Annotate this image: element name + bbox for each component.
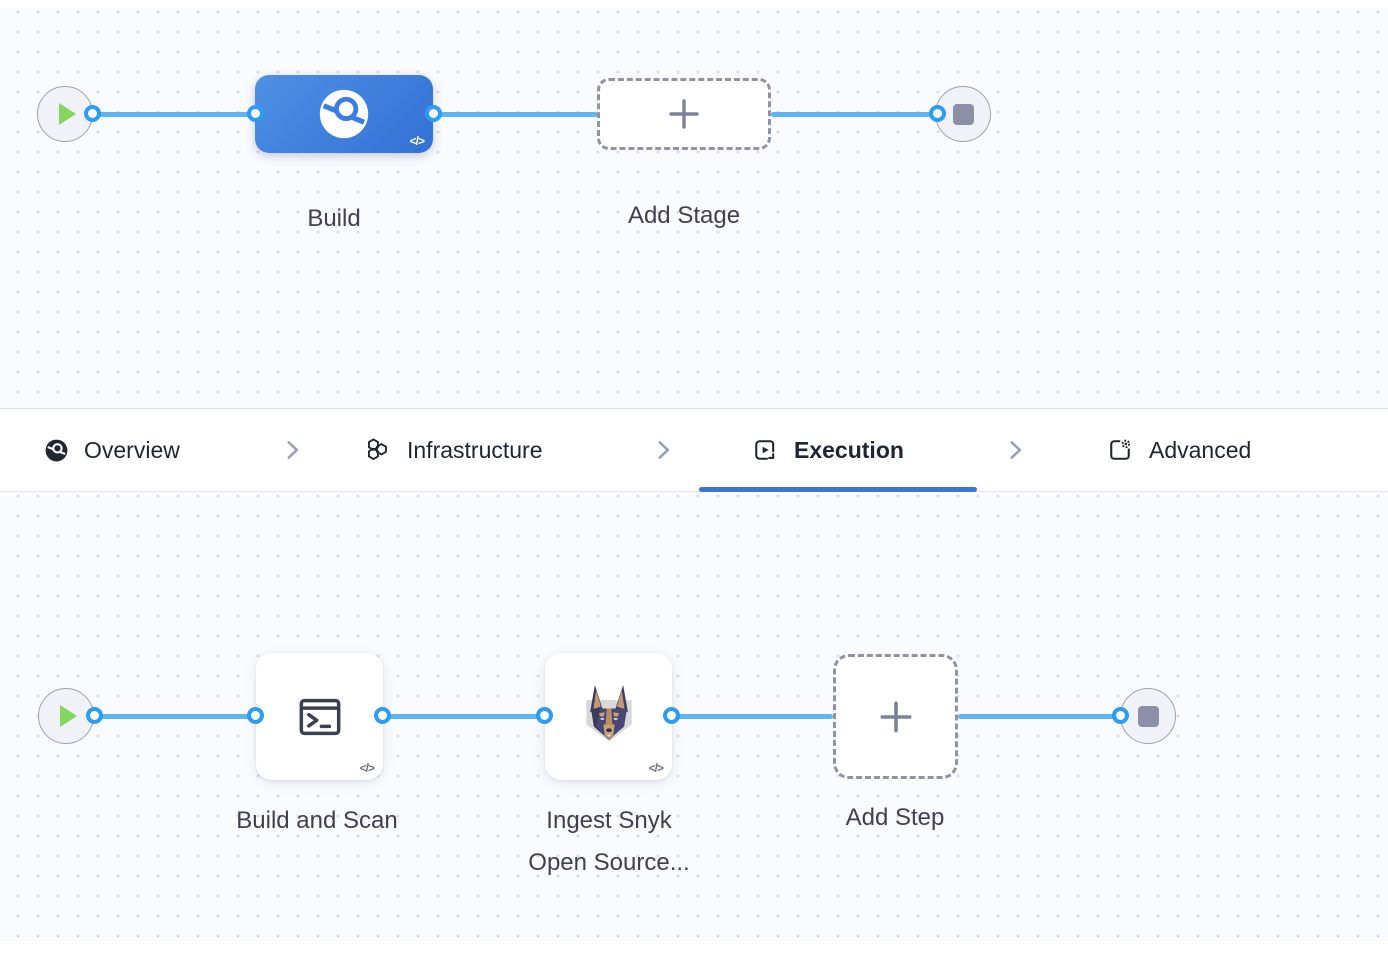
execution-start-node [38,688,94,744]
add-step-button[interactable] [833,654,958,779]
active-tab-underline [699,487,977,492]
plus-icon [880,701,911,732]
stop-icon [952,103,974,125]
execution-end-node [1120,688,1176,744]
chevron-right-icon [658,441,670,459]
add-stage-button[interactable] [597,78,771,150]
gear-square-icon [1110,439,1131,460]
edge-start-to-build [93,111,256,117]
port-step2-out [663,707,680,724]
play-square-icon [755,440,775,460]
port-step1-out [374,707,391,724]
ci-build-icon [45,439,68,461]
tab-label: Infrastructure [407,436,543,463]
edge-addstage-to-end [771,111,939,117]
stage-node-build[interactable]: </> [255,75,433,153]
play-icon [59,705,77,727]
top-edge-strip [0,0,1388,8]
edge-start-to-step1 [95,713,257,719]
port-build-out [425,105,442,122]
port-build-in [247,105,264,122]
edge-build-to-addstage [433,111,598,117]
step-node-build-and-scan[interactable]: </> [256,653,383,780]
tab-advanced[interactable]: Advanced [1106,409,1251,491]
yaml-code-badge: </> [359,761,375,775]
play-icon [58,103,76,125]
tab-overview[interactable]: Overview [44,409,180,491]
port-end-in [929,105,946,122]
port-start-out [86,707,103,724]
stop-icon [1137,705,1159,727]
terminal-icon [299,698,340,735]
pipeline-start-node [37,86,93,142]
chevron-right-icon [287,441,299,459]
tab-execution[interactable]: Execution [751,409,904,491]
port-start-out [84,105,101,122]
plus-icon [669,99,699,129]
edge-step2-to-addstep [672,713,833,719]
stage-config-tabbar: Overview Infrastructure Execution Adva [0,408,1388,492]
tab-label: Advanced [1149,436,1252,463]
step-label: Ingest Snyk Open Source... [528,807,690,876]
yaml-code-badge: </> [648,761,664,775]
yaml-code-badge: </> [409,134,425,148]
stage-graph-canvas[interactable]: </> Build Add Stage [0,8,1388,408]
add-stage-label: Add Stage [627,202,741,229]
execution-graph-canvas[interactable]: </> </> [0,492,1388,941]
ci-build-icon [319,89,369,139]
step-node-ingest-snyk[interactable]: </> [545,653,672,780]
stage-label: Build [307,205,361,232]
chevron-right-icon [1010,441,1022,459]
tab-infrastructure[interactable]: Infrastructure [365,409,543,491]
port-step1-in [247,707,264,724]
add-step-label: Add Step [845,804,945,831]
bottom-edge-strip [0,941,1388,954]
edge-step1-to-step2 [383,713,545,719]
snyk-dog-icon [585,684,632,742]
tab-label: Execution [794,436,904,463]
edge-addstep-to-end [958,713,1121,719]
hexagons-icon [367,438,387,460]
port-step2-in [536,707,553,724]
port-end-in [1112,707,1129,724]
tab-label: Overview [84,436,180,463]
step-label: Build and Scan [236,807,398,834]
